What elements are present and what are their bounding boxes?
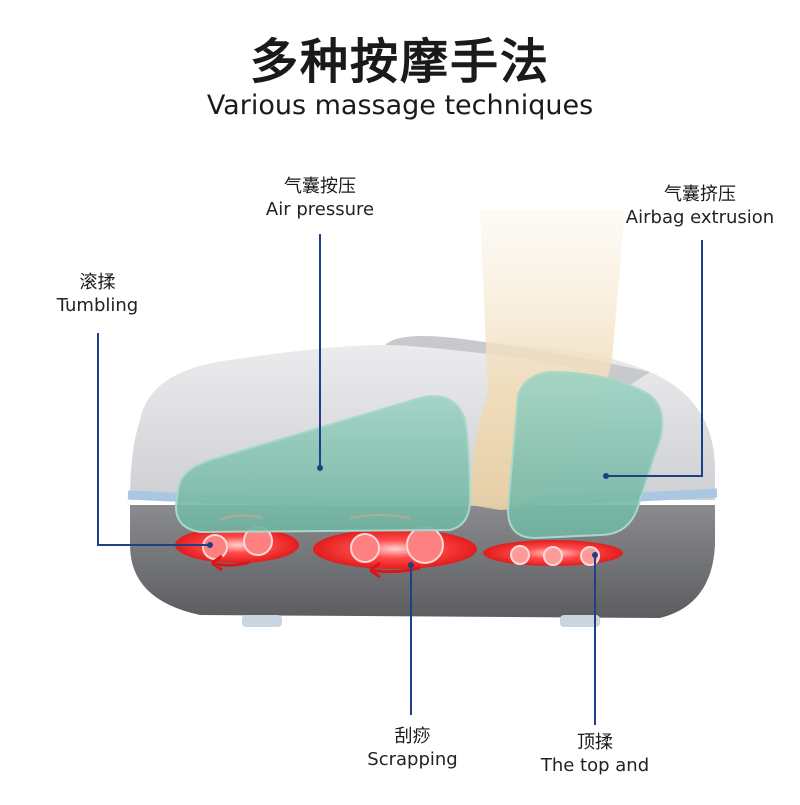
label-tumbling-en: Tumbling <box>56 294 139 316</box>
label-air-pressure: 气囊按压 Air pressure <box>240 176 400 221</box>
heat-zones <box>175 526 623 579</box>
label-scrapping: 刮痧 Scrapping <box>350 726 475 771</box>
label-tumbling: 滚揉 Tumbling <box>40 272 155 317</box>
label-top-and: 顶揉 The top and <box>525 732 665 777</box>
label-airbag-extrusion-zh: 气囊挤压 <box>664 184 736 205</box>
label-scrapping-en: Scrapping <box>367 748 458 770</box>
airbag-left <box>174 395 472 534</box>
foot-pad-left <box>242 615 282 627</box>
leader-tumbling <box>97 333 210 546</box>
label-top-and-zh: 顶揉 <box>577 732 613 753</box>
label-airbag-extrusion: 气囊挤压 Airbag extrusion <box>615 184 785 229</box>
page-title: 多种按摩手法 <box>249 34 550 90</box>
label-top-and-en: The top and <box>540 754 650 776</box>
heat-zone-scrapping <box>313 529 477 569</box>
airbag-right <box>506 370 664 540</box>
label-air-pressure-zh: 气囊按压 <box>284 176 356 197</box>
label-tumbling-zh: 滚揉 <box>79 272 116 293</box>
label-scrapping-zh: 刮痧 <box>394 726 431 747</box>
leader-airbag-extrusion <box>606 240 703 477</box>
label-airbag-extrusion-en: Airbag extrusion <box>625 206 775 228</box>
page-subtitle: Various massage techniques <box>206 90 594 121</box>
foot-pad-right <box>560 615 600 627</box>
label-air-pressure-en: Air pressure <box>265 198 375 220</box>
leader-lines <box>97 234 703 725</box>
foot-shape <box>470 210 625 510</box>
